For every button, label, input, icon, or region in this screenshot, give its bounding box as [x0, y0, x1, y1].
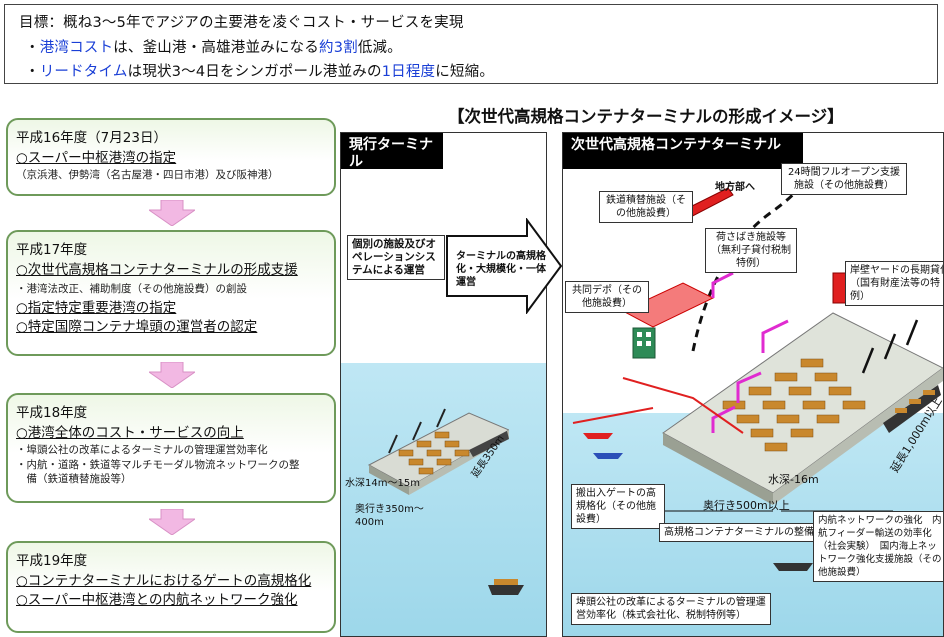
current-operation-note: 個別の施設及びオペレーションシステムによる運営	[347, 235, 445, 280]
timeline-sub: ・埠頭公社の改革によるターミナルの管理運営効率化	[16, 444, 268, 456]
cargo-facility-label: 荷さばき施設等（無利子貸付税制特例）	[705, 228, 797, 273]
timeline-sub: （京浜港、伊勢湾（名古屋港・四日市港）及び阪神港）	[16, 169, 279, 181]
timeline-item: ○港湾全体のコスト・サービスの向上	[16, 425, 244, 441]
to-region-label: 地方部へ	[715, 182, 755, 193]
current-depth-label: 水深14m～15m	[345, 478, 420, 489]
timeline-sub: 備（鉄道積替施設等）	[16, 473, 132, 485]
next-depth-label: 水深-16m	[768, 473, 819, 486]
rail-transfer-label: 鉄道積替施設（その他施設費）	[599, 191, 693, 223]
shared-depot-label: 共同デポ（その他施設費）	[565, 281, 649, 313]
timeline-h19: 平成19年度 ○コンテナターミナルにおけるゲートの高規格化 ○スーパー中枢港湾と…	[6, 541, 336, 633]
transition-arrow-label: ターミナルの高規格化・大規模化・一体運営	[456, 251, 546, 288]
timeline-item: ○スーパー中枢港湾との内航ネットワーク強化	[16, 592, 298, 608]
figure-title: 【次世代高規格コンテナターミナルの形成イメージ】	[448, 107, 844, 126]
goal-cost-amount: 約3割	[319, 40, 358, 56]
timeline-item: ○スーパー中枢港湾の指定	[16, 150, 177, 166]
down-arrow-icon	[149, 362, 195, 388]
timeline-item: ○次世代高規格コンテナターミナルの形成支援	[16, 262, 298, 278]
goal-cost-highlight: 港湾コスト	[39, 40, 114, 56]
next-terminal-heading: 次世代高規格コンテナターミナル	[563, 133, 803, 169]
timeline-h16: 平成16年度（7月23日） ○スーパー中枢港湾の指定 （京浜港、伊勢湾（名古屋港…	[6, 118, 336, 196]
goal-leadtime-line: ・リードタイムは現状3～4日をシンガポール港並みの1日程度に短縮。	[25, 64, 495, 80]
goal-leadtime-highlight: リードタイム	[39, 64, 128, 80]
goal-leadtime-amount: 1日程度	[381, 64, 436, 80]
timeline-h18: 平成18年度 ○港湾全体のコスト・サービスの向上 ・埠頭公社の改革によるターミナ…	[6, 393, 336, 503]
next-width-label: 奥行き500m以上	[703, 499, 790, 512]
timeline-item: ○特定国際コンテナ埠頭の運営者の認定	[16, 318, 258, 335]
timeline-h17: 平成17年度 ○次世代高規格コンテナターミナルの形成支援 ・港湾法改正、補助制度…	[6, 230, 336, 356]
transition-arrow-icon	[446, 218, 563, 314]
long-term-lease-label: 岸壁ヤードの長期貸付（国有財産法等の特例）	[845, 261, 943, 306]
timeline-sub: ・港湾法改正、補助制度（その他施設費）の創設	[16, 283, 247, 295]
timeline-sub: ・内航・道路・鉄道等マルチモーダル物流ネットワークの整	[16, 458, 300, 471]
terminal-upgrade-label: 高規格コンテナターミナルの整備	[659, 523, 819, 542]
gate-upgrade-label: 搬出入ゲートの高規格化（その他施設費）	[571, 484, 665, 529]
ship-icon	[488, 579, 524, 595]
current-width-label: 奥行き350m～400m	[355, 504, 424, 528]
year-label: 平成19年度	[16, 553, 88, 569]
year-label: 平成17年度	[16, 242, 88, 258]
current-terminal-panel: 現行ターミナル 個別の施設及びオペレーションシステムによる運営 水深14m～15…	[340, 132, 547, 637]
public-corp-reform-label: 埠頭公社の改革によるターミナルの管理運営効率化（株式会社化、税制特例等）	[571, 593, 771, 625]
down-arrow-icon	[149, 200, 195, 226]
current-terminal-illustration	[367, 408, 509, 495]
domestic-network-label: 内航ネットワークの強化 内航フィーダー輸送の効率化（社会実験） 国内海上ネットワ…	[813, 511, 943, 582]
down-arrow-icon	[149, 509, 195, 535]
goal-box: 目標：概ね3～5年でアジアの主要港を凌ぐコスト・サービスを実現 ・港湾コストは、…	[4, 4, 938, 84]
year-label: 平成16年度（7月23日）	[16, 130, 167, 146]
year-label: 平成18年度	[16, 405, 88, 421]
goal-cost-line: ・港湾コストは、釜山港・高雄港並みになる約3割低減。	[25, 40, 402, 56]
current-terminal-heading: 現行ターミナル	[341, 133, 443, 170]
full-open-label: 24時間フルオープン支援施設（その他施設費）	[781, 163, 907, 195]
timeline-item: ○コンテナターミナルにおけるゲートの高規格化	[16, 573, 312, 589]
next-terminal-panel: 次世代高規格コンテナターミナル	[562, 132, 944, 637]
goal-title: 目標：概ね3～5年でアジアの主要港を凌ぐコスト・サービスを実現	[19, 15, 464, 31]
timeline-item: ○指定特定重要港湾の指定	[16, 299, 177, 316]
